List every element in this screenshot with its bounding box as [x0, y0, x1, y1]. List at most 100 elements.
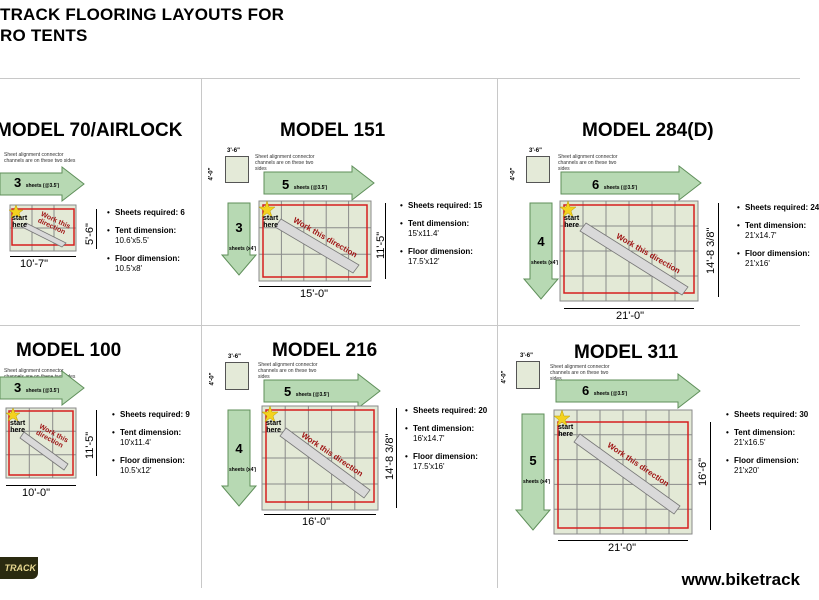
page-title-line-1: TRACK FLOORING LAYOUTS FOR — [0, 5, 285, 24]
vertical-arrow — [522, 202, 560, 300]
alignment-note: Sheet alignment connector channels are o… — [255, 154, 315, 172]
width-dim-line — [6, 485, 76, 486]
height-dim-line — [718, 203, 719, 297]
tent-dimension: Tent dimension:15'x11.4' — [400, 219, 482, 239]
sheets-required: Sheets required: 9 — [112, 410, 190, 420]
specs: Sheets required: 30 Tent dimension:21'x1… — [726, 410, 808, 476]
panel-model-70-airlock: MODEL 70/AIRLOCK Sheet alignment connect… — [0, 79, 201, 325]
divider-middle — [0, 325, 800, 326]
alignment-note: Sheet alignment connector channels are o… — [550, 364, 610, 382]
width-dimension: 10'-7" — [20, 258, 49, 270]
sheet-height-label: 4'-0" — [209, 372, 216, 386]
specs: Sheets required: 24 Tent dimension:21'x1… — [737, 203, 819, 269]
tent-dimension: Tent dimension:16'x14.7' — [405, 424, 487, 444]
website-url[interactable]: www.biketrack — [681, 570, 800, 589]
width-dim-line — [558, 540, 688, 541]
floor-grid — [258, 200, 372, 282]
specs: Sheets required: 6 Tent dimension:10.6'x… — [107, 208, 185, 274]
sheets-required: Sheets required: 20 — [405, 406, 487, 416]
horizontal-arrow — [263, 164, 375, 202]
floor-dimension: Floor dimension:17.5'x16' — [405, 452, 487, 472]
width-dimension: 10'-0" — [22, 487, 51, 499]
divider-col-1 — [201, 78, 202, 588]
sheet-width-label: 3'-6" — [227, 148, 240, 154]
floor-dimension: Floor dimension:21'x20' — [726, 456, 808, 476]
height-dimension: 11'-5" — [84, 431, 96, 459]
floor-grid — [8, 204, 77, 252]
vertical-arrow — [220, 202, 258, 276]
sheet-width-label: 3'-6" — [529, 148, 542, 154]
height-dim-line — [96, 209, 97, 249]
height-dimension: 11'-5" — [375, 231, 387, 259]
floor-dimension: Floor dimension:21'x16' — [737, 249, 819, 269]
floor-dimension: Floor dimension:17.5'x12' — [400, 247, 482, 267]
horizontal-sheet-count: 3 sheets (@3.5') — [14, 175, 60, 190]
height-dimension: 16'-6" — [697, 457, 709, 486]
height-dim-line — [396, 408, 397, 508]
floor-dimension: Floor dimension:10.5'x8' — [107, 254, 185, 274]
horizontal-sheet-count: 6 sheets (@3.5') — [592, 177, 638, 192]
single-sheet — [516, 361, 540, 389]
floor-dimension: Floor dimension:10.5'x12' — [112, 456, 190, 476]
width-dimension: 21'-0" — [608, 542, 637, 554]
panel-model-151: MODEL 151 3'-6" 4'-0" Sheet alignment co… — [202, 79, 497, 325]
single-sheet — [225, 362, 249, 390]
model-title: MODEL 216 — [272, 340, 378, 361]
sheets-required: Sheets required: 6 — [107, 208, 185, 218]
panel-model-216: MODEL 216 3'-6" 4'-0" Sheet alignment co… — [202, 326, 497, 588]
sheet-width-label: 3'-6" — [520, 353, 533, 359]
vertical-arrow — [514, 413, 552, 531]
height-dimension: 14'-8 3/8" — [384, 433, 396, 480]
height-dimension: 5'-6" — [84, 223, 96, 245]
width-dimension: 21'-0" — [616, 310, 645, 322]
tent-dimension: Tent dimension:10.6'x5.5' — [107, 226, 185, 246]
brand-logo: TRACK — [0, 557, 38, 579]
single-sheet — [225, 156, 249, 183]
sheet-height-label: 4'-0" — [510, 167, 517, 181]
alignment-note: Sheet alignment connector channels are o… — [4, 152, 76, 164]
tent-dimension: Tent dimension:10'x11.4' — [112, 428, 190, 448]
model-title: MODEL 100 — [16, 340, 122, 361]
floor-grid — [553, 409, 693, 535]
page-title: TRACK FLOORING LAYOUTS FOR RO TENTS — [0, 4, 284, 46]
horizontal-arrow — [0, 165, 85, 203]
vertical-arrow — [220, 409, 258, 507]
panel-model-100: MODEL 100 Sheet alignment connector chan… — [0, 326, 201, 588]
divider-top — [0, 78, 800, 79]
panel-model-284d: MODEL 284(D) 3'-6" 4'-0" Sheet alignment… — [498, 79, 819, 325]
sheets-required: Sheets required: 24 — [737, 203, 819, 213]
width-dim-line — [10, 256, 76, 257]
sheet-height-label: 4'-0" — [501, 370, 508, 384]
width-dim-line — [564, 308, 694, 309]
horizontal-arrow — [560, 164, 702, 202]
height-dimension: 14'-8 3/8" — [705, 227, 717, 274]
horizontal-sheet-count: 3 sheets (@3.5') — [14, 380, 60, 395]
tent-dimension: Tent dimension:21'x14.7' — [737, 221, 819, 241]
single-sheet — [526, 156, 550, 183]
sheets-required: Sheets required: 15 — [400, 201, 482, 211]
sheets-required: Sheets required: 30 — [726, 410, 808, 420]
horizontal-arrow — [555, 372, 701, 410]
tent-dimension: Tent dimension:21'x16.5' — [726, 428, 808, 448]
sheet-width-label: 3'-6" — [228, 354, 241, 360]
floor-grid — [559, 200, 699, 302]
width-dim-line — [264, 514, 376, 515]
height-dim-line — [385, 203, 386, 279]
panel-model-311: MODEL 311 3'-6" 4'-0" Sheet alignment co… — [498, 326, 808, 588]
divider-col-2 — [497, 78, 498, 588]
height-dim-line — [96, 410, 97, 476]
specs: Sheets required: 9 Tent dimension:10'x11… — [112, 410, 190, 476]
